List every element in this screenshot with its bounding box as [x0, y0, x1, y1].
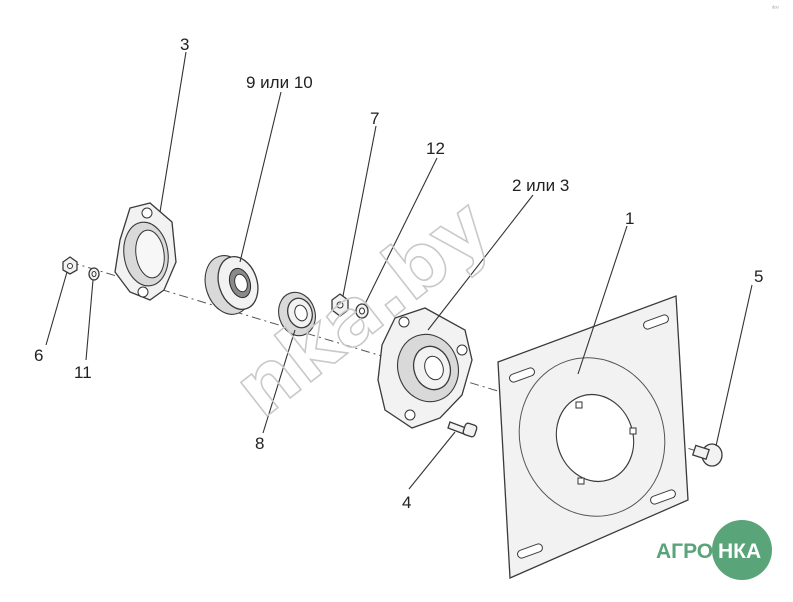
callout-12: 12	[426, 139, 445, 158]
callout-1: 1	[625, 209, 634, 228]
part-9-bearing	[204, 255, 259, 315]
part-11-washer	[88, 267, 100, 281]
callout-6: 6	[34, 346, 43, 365]
leader-lines	[45, 51, 753, 490]
corner-mark: ᵈᵒᵒ	[772, 5, 780, 12]
part-7-nut	[331, 293, 349, 317]
callout-2-or-3: 2 или 3	[512, 176, 569, 195]
part-4-bolt	[447, 421, 478, 438]
callout-5: 5	[754, 267, 763, 286]
callout-labels: 3 9 или 10 7 12 2 или 3 1 5 6 11 8 4	[34, 35, 763, 512]
part-6-nut	[62, 256, 78, 275]
part-3-cover	[114, 202, 177, 301]
agronka-logo: АГРО НКА	[656, 520, 772, 580]
logo-right-text: НКА	[718, 540, 761, 563]
part-8-seal	[278, 291, 316, 337]
part-5-bolt	[691, 443, 723, 467]
part-12-washer	[355, 303, 369, 319]
watermark-text: nka.by	[218, 182, 507, 435]
callout-8: 8	[255, 434, 264, 453]
callout-9-or-10: 9 или 10	[246, 73, 313, 92]
callout-3: 3	[180, 35, 189, 54]
part-2-housing	[377, 307, 473, 429]
callout-4: 4	[402, 493, 411, 512]
callout-11: 11	[74, 363, 92, 382]
callout-7: 7	[370, 109, 379, 128]
logo-circle	[712, 520, 772, 580]
part-1-plate	[497, 295, 689, 579]
logo-left-text: АГРО	[656, 540, 713, 563]
